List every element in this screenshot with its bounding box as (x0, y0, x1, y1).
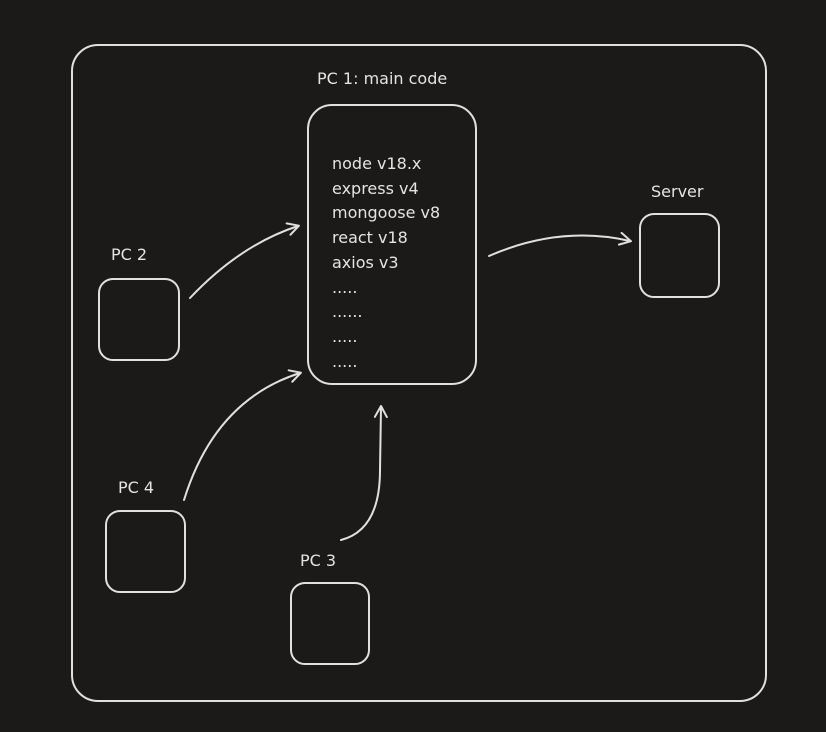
dependency-line: ..... (332, 277, 358, 297)
pc2-label: PC 2 (111, 245, 148, 264)
pc2-box (98, 278, 180, 361)
dependency-line: ..... (332, 326, 358, 346)
dependency-line: react v18 (332, 228, 408, 248)
dependency-line: ...... (332, 302, 363, 322)
dependency-line: express v4 (332, 178, 419, 198)
pc3-box (290, 582, 370, 665)
outer-container (71, 44, 767, 702)
pc4-box (105, 510, 186, 593)
arrow-pc1-to-server (488, 231, 632, 257)
pc3-label: PC 3 (300, 551, 337, 570)
dependency-line: ..... (332, 351, 358, 371)
server-box (639, 213, 720, 298)
dependency-line: node v18.x (332, 154, 422, 173)
arrow-pc2-to-pc1 (189, 222, 300, 299)
dependency-line: mongoose v8 (332, 203, 441, 223)
pc1-box (307, 104, 477, 385)
pc1-dependency-list: node v18.x express v4 mongoose v8 react … (332, 152, 440, 374)
server-label: Server (651, 182, 704, 201)
arrow-pc3-to-pc1 (340, 405, 388, 541)
pc1-label: PC 1: main code (317, 69, 448, 88)
arrow-pc4-to-pc1 (183, 369, 302, 501)
dependency-line: axios v3 (332, 252, 399, 272)
pc4-label: PC 4 (118, 478, 155, 497)
